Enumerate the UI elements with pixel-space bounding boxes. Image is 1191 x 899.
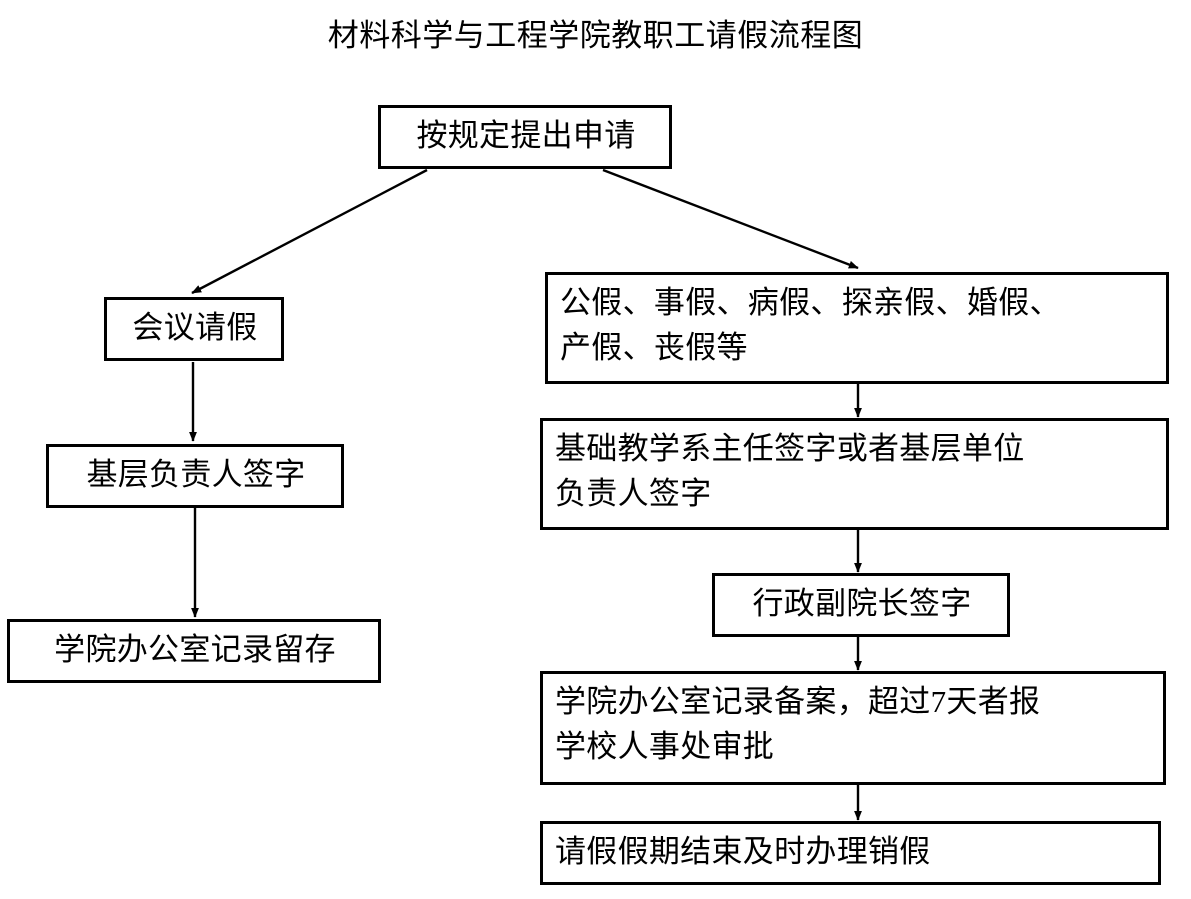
node-office-filing-label: 学院办公室记录备案，超过7天者报 学校人事处审批 [555, 684, 1041, 764]
node-leave-cancel[interactable]: 请假假期结束及时办理销假 [540, 821, 1161, 885]
node-meeting-leave-label: 会议请假 [132, 309, 258, 345]
node-vice-dean-sign[interactable]: 行政副院长签字 [712, 573, 1010, 637]
page-title: 材料科学与工程学院教职工请假流程图 [327, 18, 864, 53]
node-leave-types-label: 公假、事假、病假、探亲假、婚假、 产假、丧假等 [560, 285, 1061, 365]
node-vice-dean-sign-label: 行政副院长签字 [752, 585, 972, 621]
node-leave-types[interactable]: 公假、事假、病假、探亲假、婚假、 产假、丧假等 [545, 272, 1169, 384]
node-meeting-leave[interactable]: 会议请假 [104, 297, 284, 361]
node-dept-head-sign[interactable]: 基础教学系主任签字或者基层单位 负责人签字 [540, 418, 1169, 530]
edge-start-to-meeting-leave [191, 168, 428, 295]
node-start[interactable]: 按规定提出申请 [378, 105, 672, 169]
node-office-filing[interactable]: 学院办公室记录备案，超过7天者报 学校人事处审批 [540, 671, 1166, 785]
node-office-record-label: 学院办公室记录留存 [54, 631, 336, 667]
node-office-record[interactable]: 学院办公室记录留存 [7, 619, 381, 683]
node-grassroots-sign-label: 基层负责人签字 [86, 456, 306, 492]
node-dept-head-sign-label: 基础教学系主任签字或者基层单位 负责人签字 [555, 431, 1025, 511]
node-leave-cancel-label: 请假假期结束及时办理销假 [555, 833, 931, 869]
node-start-label: 按规定提出申请 [416, 117, 636, 153]
edge-start-to-leave-types [602, 168, 859, 270]
node-grassroots-sign[interactable]: 基层负责人签字 [46, 444, 344, 508]
